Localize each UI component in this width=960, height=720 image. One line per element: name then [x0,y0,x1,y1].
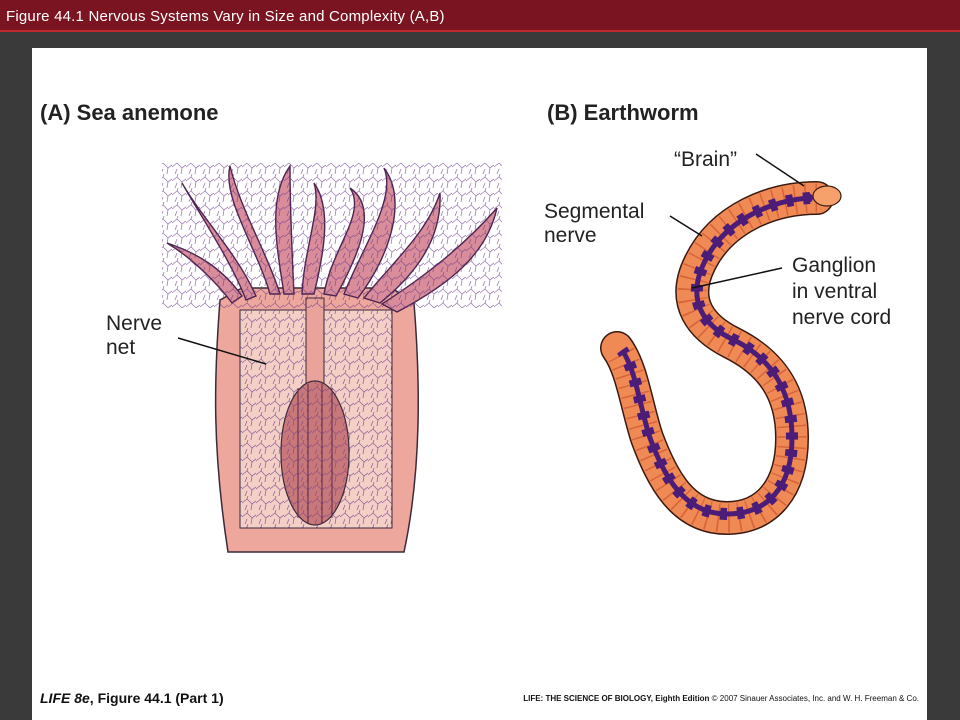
earthworm-drawing [600,153,842,536]
figure-panel: (A) Sea anemone Nerve net (B) Earthworm … [32,48,927,720]
nerve-net-label-line1: Nerve [106,312,163,335]
brain-label: “Brain” [674,148,738,171]
publisher-copyright: © 2007 Sinauer Associates, Inc. and W. H… [711,694,919,703]
publisher-book: LIFE: THE SCIENCE OF BIOLOGY, Eighth Edi… [523,694,710,703]
book-title: LIFE 8e [40,690,90,706]
slide-title: Figure 44.1 Nervous Systems Vary in Size… [6,8,445,25]
panel-a-title: (A) Sea anemone [40,100,219,125]
sea-anemone-drawing [162,163,502,553]
figure-caption: LIFE 8e, Figure 44.1 (Part 1) [40,690,224,706]
title-bar: Figure 44.1 Nervous Systems Vary in Size… [0,0,960,32]
panel-b-title: (B) Earthworm [547,100,699,125]
publisher-credit: LIFE: THE SCIENCE OF BIOLOGY, Eighth Edi… [523,694,919,703]
figure-number: Figure 44.1 (Part 1) [97,690,224,706]
figure-illustration [32,153,842,553]
ganglion-label-line3: nerve cord [792,306,892,329]
ganglion-label-line2: in ventral [792,280,878,303]
segmental-nerve-label-line1: Segmental [544,200,645,223]
segmental-nerve-label-line2: nerve [544,224,597,247]
nerve-net-label-line2: net [106,336,136,359]
ganglion-label-line1: Ganglion [792,254,877,277]
